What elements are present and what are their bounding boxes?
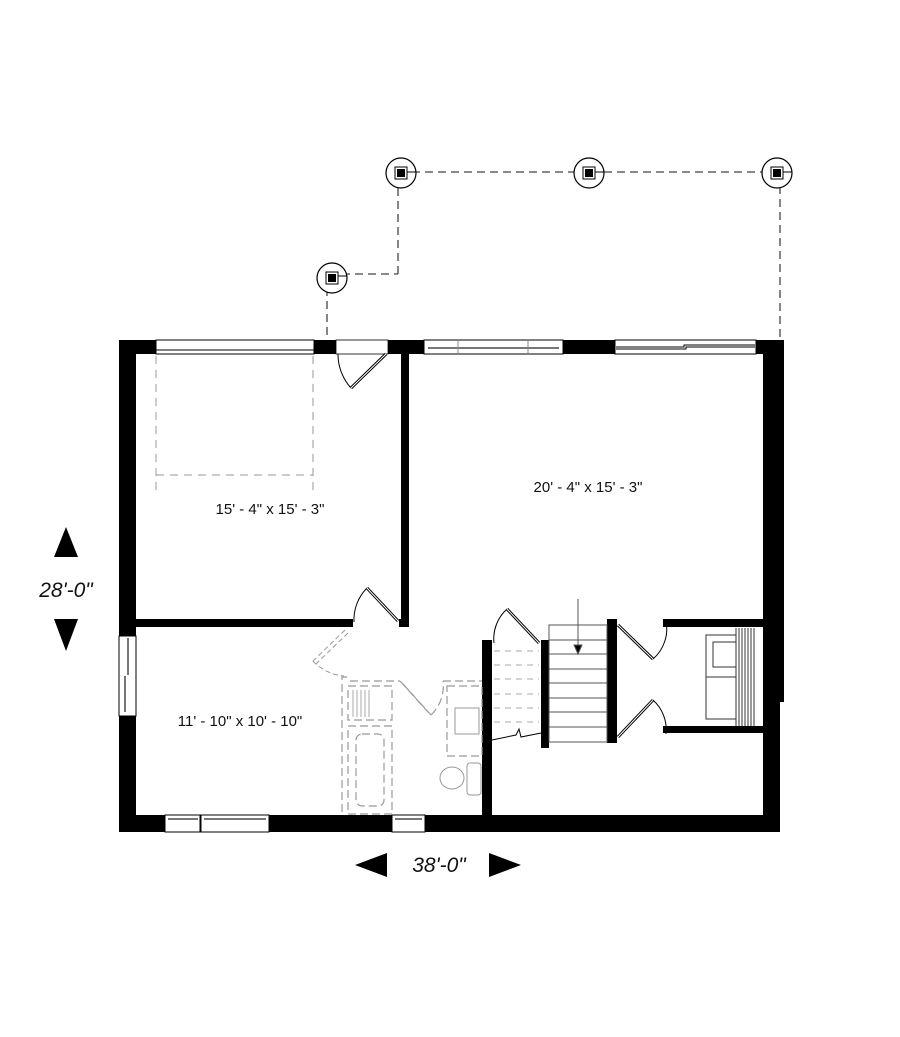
door-bedroom-1-exterior <box>335 339 389 390</box>
door-utility-lower <box>616 698 667 739</box>
room-label-bedroom-2: 11' - 10" x 10' - 10" <box>178 713 303 730</box>
room-label-bedroom-1: 15' - 4" x 15' - 3" <box>216 501 325 518</box>
post-4-icon <box>761 157 793 189</box>
washer-dryer-icon <box>705 628 755 726</box>
arrow-right-icon <box>489 853 521 877</box>
post-2-icon <box>385 157 417 189</box>
window-family-top-left <box>423 339 564 355</box>
bed-outline <box>155 356 314 496</box>
arrow-up-icon <box>54 527 78 557</box>
width-label: 38'-0" <box>412 854 467 877</box>
window-bedroom-2-left <box>118 635 137 717</box>
arrow-down-icon <box>54 619 78 651</box>
window-bedroom-2-bottom <box>164 814 270 833</box>
stairs-under <box>494 650 539 723</box>
door-bedroom-1 <box>353 586 400 623</box>
post-3-icon <box>573 157 605 189</box>
tub-icon <box>352 690 370 717</box>
deck-outline <box>326 171 781 342</box>
door-bedroom-2 <box>312 629 349 677</box>
bathroom-fixtures <box>341 676 483 815</box>
exterior-walls <box>119 340 784 832</box>
door-stair <box>493 607 541 645</box>
interior-walls <box>136 352 763 832</box>
post-1-icon <box>316 262 348 294</box>
window-bedroom-1-top <box>155 339 315 355</box>
depth-label: 28'-0" <box>38 579 94 602</box>
door-utility-upper <box>616 620 668 661</box>
arrow-left-icon <box>355 853 387 877</box>
window-family-top-right <box>614 339 757 355</box>
toilet-icon <box>439 762 482 796</box>
depth-dimension: 28'-0" <box>38 527 94 651</box>
stair-break-line <box>491 727 542 741</box>
room-label-family-room: 20' - 4" x 15' - 3" <box>534 479 643 496</box>
window-bathroom-bottom <box>391 814 426 833</box>
width-dimension: 38'-0" <box>355 853 521 877</box>
stairs <box>548 599 608 743</box>
sink-icon <box>454 707 480 735</box>
